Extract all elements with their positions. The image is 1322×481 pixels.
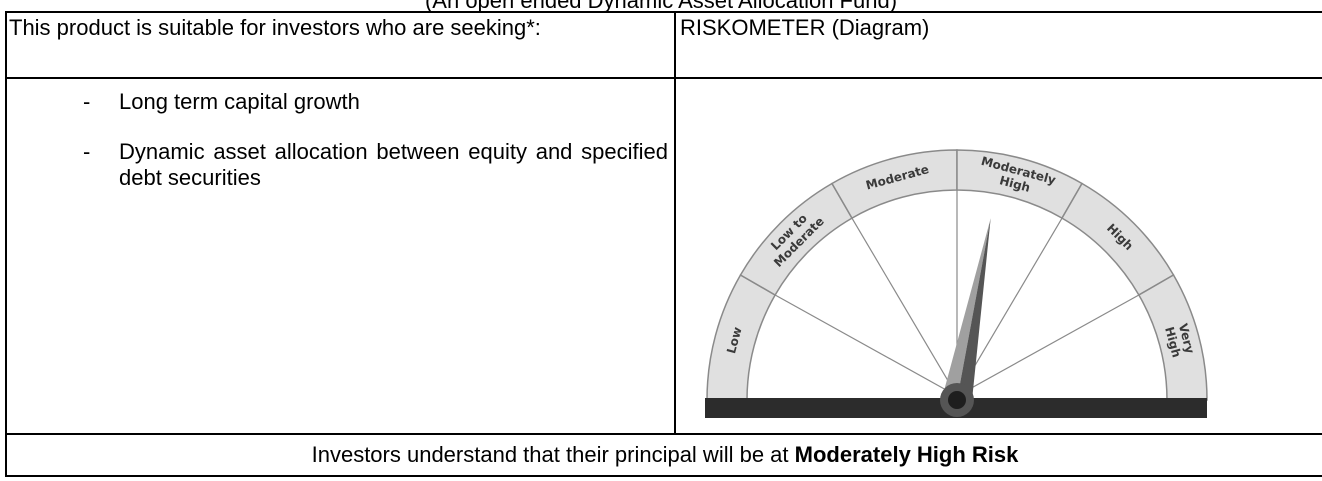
list-item: - Long term capital growth: [7, 89, 674, 115]
table-body-row: - Long term capital growth - Dynamic ass…: [5, 77, 1322, 435]
riskometer-needle: [942, 218, 991, 403]
risk-divider-line: [774, 294, 958, 397]
objective-text: Long term capital growth: [119, 89, 360, 114]
fund-type-caption: (An open ended Dynamic Asset Allocation …: [424, 0, 898, 13]
risk-divider-line: [956, 294, 1140, 397]
risk-statement: Investors understand that their principa…: [5, 433, 1322, 477]
objective-text: Dynamic asset allocation between equity …: [119, 139, 668, 190]
table-header-row: This product is suitable for investors w…: [5, 11, 1322, 79]
suitability-heading: This product is suitable for investors w…: [5, 11, 676, 79]
investor-objectives-cell: - Long term capital growth - Dynamic ass…: [5, 77, 676, 435]
riskometer-heading: RISKOMETER (Diagram): [674, 11, 1322, 79]
risk-band-label: Low: [724, 325, 745, 355]
list-item: - Dynamic asset allocation between equit…: [7, 139, 674, 191]
needle-right-face: [957, 218, 991, 403]
bullet-dash: -: [83, 89, 91, 114]
investor-objectives-list: - Long term capital growth - Dynamic ass…: [7, 79, 674, 191]
risk-statement-prefix: Investors understand that their principa…: [311, 442, 795, 467]
needle-pivot-dot: [948, 391, 966, 409]
bullet-dash: -: [83, 139, 91, 164]
risk-level-value: Moderately High Risk: [794, 442, 1019, 467]
risk-divider-line: [851, 217, 958, 397]
needle-left-face: [942, 218, 991, 400]
table-footer-row: Investors understand that their principa…: [5, 433, 1322, 477]
product-suitability-table: This product is suitable for investors w…: [5, 11, 1322, 477]
